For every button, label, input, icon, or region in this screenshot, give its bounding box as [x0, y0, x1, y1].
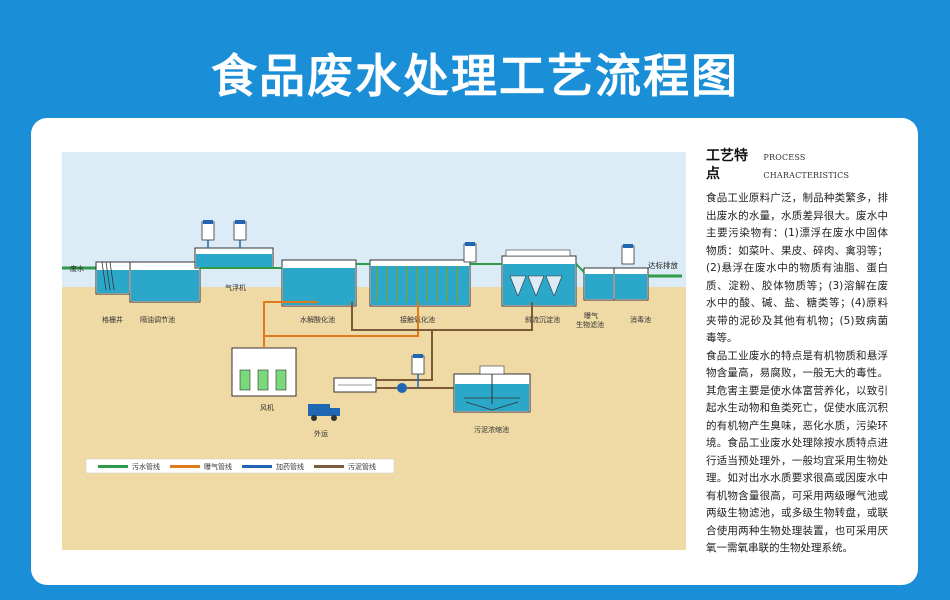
legend-swatch-sewage	[98, 465, 128, 468]
legend-label-sewage: 污水管线	[132, 462, 160, 471]
panel-subtitle: PROCESS CHARACTERISTICS	[763, 153, 850, 180]
legend-label-sludge: 污泥管线	[348, 462, 376, 471]
legend-label-aeration: 曝气管线	[204, 462, 232, 471]
label-transport: 外运	[314, 429, 328, 438]
legend-swatch-dosing	[242, 465, 272, 468]
thickener-scraper-icon	[464, 374, 520, 411]
label-blower: 风机	[260, 403, 274, 412]
aeration-pipeline	[263, 301, 419, 348]
label-grille-well: 格栅井	[102, 315, 123, 324]
label-aerated-bio-filter-1: 曝气	[584, 311, 598, 320]
label-air-flotation: 气浮机	[225, 283, 246, 292]
filler-media-icon	[376, 266, 458, 302]
panel-header: 工艺特点 PROCESS CHARACTERISTICS	[706, 148, 888, 184]
label-sludge-thickener: 污泥浓缩池	[474, 425, 509, 434]
legend-swatch-sludge	[314, 465, 344, 468]
dosing-tank-icon	[201, 220, 247, 241]
label-oil-separation: 隔油调节池	[140, 315, 175, 324]
sludge-pump-icon	[397, 383, 407, 393]
paragraph-characteristics: 食品工业废水的特点是有机物质和悬浮物含量高，易腐败，一般无大的毒性。其危害主要是…	[706, 349, 888, 555]
paragraph-pollutants: 食品工业原料广泛，制品种类繁多，排出废水的水量，水质差异很大。废水中主要污染物有…	[706, 192, 888, 344]
sludge-pipeline	[351, 302, 533, 381]
label-wastewater: 废水	[70, 264, 84, 273]
legend-swatch-aeration	[170, 465, 200, 468]
blower-icon	[239, 369, 287, 391]
label-aerated-bio-filter-2: 生物滤池	[576, 320, 604, 329]
process-characteristics-panel: 工艺特点 PROCESS CHARACTERISTICS 食品工业原料广泛，制品…	[706, 148, 888, 558]
page-title: 食品废水处理工艺流程图	[211, 49, 739, 103]
label-inclined-settling: 斜流沉淀池	[525, 315, 560, 324]
grille-icon	[101, 261, 115, 291]
truck-icon	[308, 404, 340, 421]
label-disinfection: 消毒池	[630, 315, 651, 324]
legend: 污水管线 曝气管线 加药管线 污泥管线	[85, 458, 395, 474]
label-hydrolysis-acid: 水解酸化池	[300, 315, 335, 324]
legend-label-dosing: 加药管线	[276, 462, 304, 471]
process-flow-diagram: 废水 格栅井 隔油调节池 气浮机 水解酸化池 接触氧化池	[62, 152, 686, 550]
label-discharge: 达标排放	[648, 260, 678, 270]
panel-title: 工艺特点	[706, 148, 748, 182]
sludge-hopper-icon	[509, 275, 563, 297]
sewage-flow-line	[200, 263, 585, 273]
